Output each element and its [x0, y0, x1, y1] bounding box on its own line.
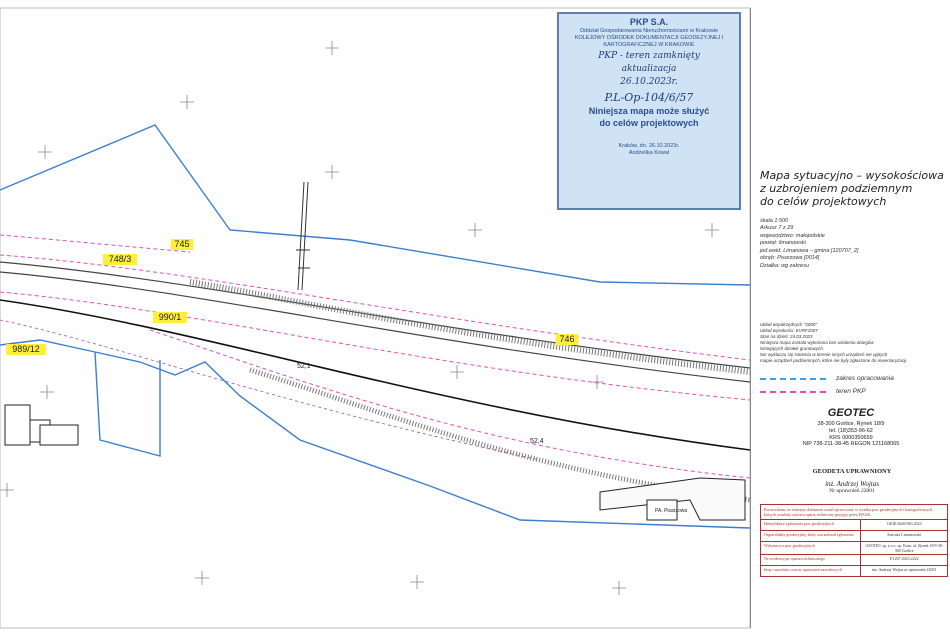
- certification-intro: Potwierdzam, że niniejszy dokument zosta…: [761, 505, 947, 521]
- title-panel: [750, 8, 947, 628]
- title-line-1: Mapa sytuacyjno – wysokościowa: [760, 169, 944, 182]
- parcel-label-bg: [153, 312, 187, 323]
- company-krs: KRS 0000350659: [829, 434, 873, 441]
- note-4: Niniejsza mapa została wykonana bez usta…: [760, 340, 874, 346]
- surveyor-block: GEODETA UPRAWNIONY inż. Andrzej Wojtas N…: [762, 468, 942, 494]
- meta-parcels: Działka: wg zakresu: [760, 262, 809, 269]
- certification-key: Wykonawca prac geodezyjnych: [761, 542, 862, 555]
- meta-scale: skala 1:500: [760, 218, 789, 224]
- svg-text:PA. Pisarzowa: PA. Pisarzowa: [655, 508, 687, 514]
- stamp-hand-2: aktualizacja: [621, 64, 677, 75]
- certification-value: Starosta Limanowski: [887, 532, 922, 538]
- meta-voivodeship: województwo: małopolskie: [760, 232, 825, 239]
- meta-unit: jed.ewid. Limanowa – gmina [120707_2]: [760, 247, 859, 254]
- parcel-label[interactable]: 745: [174, 239, 189, 249]
- map-title: Mapa sytuacyjno – wysokościowa z uzbroje…: [760, 169, 944, 209]
- note-5: istniejących działek gruntowych.: [760, 346, 825, 352]
- legend-scope-line: [760, 377, 826, 380]
- parcel-label-bg: [555, 334, 579, 345]
- pylon: [296, 181, 310, 291]
- legend-pkp: teren PKP: [760, 385, 944, 398]
- stamp-hand-1: PKP - teren zamknięty: [598, 50, 700, 61]
- map-legend: zakres opracowania teren PKP: [760, 372, 944, 398]
- map-metadata: skala 1:500 Arkusz 7 z 29 województwo: m…: [760, 218, 944, 270]
- certification-value: P.1207.2023.2222: [889, 556, 919, 562]
- parcel-label[interactable]: 990/1: [159, 312, 182, 322]
- stamp-big-2: do celów projektowych: [599, 117, 699, 128]
- house-number: PA. Pisarzowa: [655, 508, 687, 514]
- scope-boundary: [0, 124, 751, 529]
- parcel-label[interactable]: 748/3: [109, 254, 132, 264]
- parcel-label-bg: [6, 344, 46, 355]
- meta-county: powiat: limanowski: [760, 240, 806, 247]
- certification-row: Imię i nazwisko oraz nr uprawnień zawodo…: [761, 566, 947, 577]
- parcel-label-bg: [170, 239, 194, 250]
- company-name: GEOTEC: [827, 407, 875, 419]
- stamp-big-1: Niniejsza mapa może służyć: [588, 106, 710, 117]
- parcel-label[interactable]: 989/12: [12, 344, 40, 354]
- certification-value: GKIII.6640.963.2023: [886, 521, 922, 527]
- buildings: [4, 404, 746, 521]
- elevation-label: 52,1: [297, 363, 311, 370]
- company-address: 38-300 Gorlice, Rynek 18/9: [817, 420, 885, 427]
- company-block: GEOTEC 38-300 Gorlice, Rynek 18/9 tel. (…: [756, 407, 946, 448]
- certification-value: inż. Andrzej Wojtas nr uprawnień 22001: [871, 567, 937, 573]
- certification-key: Organ służby geodezyjnej, który zawiadom…: [761, 531, 862, 542]
- surveyor-license: Nr uprawnień 22001: [829, 488, 875, 494]
- stamp-unit: KOLEJOWY OŚRODEK DOKUMENTACJI GEODEZYJNE…: [574, 35, 724, 48]
- legend-scope: zakres opracowania: [760, 372, 944, 385]
- certification-row: Organ służby geodezyjnej, który zawiadom…: [761, 531, 947, 543]
- parcel-label-bg: [103, 254, 137, 265]
- certification-key: Identyfikator zgłoszenia prac geodezyjny…: [761, 520, 862, 531]
- legend-pkp-label: teren PKP: [836, 388, 866, 395]
- note-3: Stan na dzień: 24.03.2023: [760, 334, 813, 340]
- pkp-approval-stamp: PKP S.A. Oddział Gospodarowania Nierucho…: [557, 12, 741, 210]
- note-7: mapie urządzeń podziemnych, które nie by…: [760, 358, 908, 364]
- note-1: Układ współrzędnych "2000": [760, 322, 817, 327]
- parcel-label[interactable]: 746: [559, 334, 574, 344]
- meta-precinct: obręb: Pisarzowa [0014]: [760, 255, 820, 262]
- surveyor-heading: GEODETA UPRAWNIONY: [812, 468, 892, 475]
- certification-key: Imię i nazwisko oraz nr uprawnień zawodo…: [761, 566, 862, 577]
- meta-sheet: Arkusz 7 z 29: [760, 225, 794, 232]
- stamp-number: P.L-Op-104/6/57: [604, 90, 694, 104]
- certification-value: GEOTEC sp. z o.o. sp. Kom. ul. Rynek 18/…: [865, 543, 943, 554]
- company-nip: NIP 738-211-38-45 REGON 121168065: [802, 441, 900, 448]
- legend-scope-label: zakres opracowania: [836, 375, 894, 382]
- note-2: Układ wysokości: EVRF2007: [760, 328, 818, 334]
- grid-crosses: [0, 41, 719, 595]
- title-line-3: do celów projektowych: [760, 194, 887, 208]
- elevation-label: 52,4: [530, 438, 544, 445]
- certification-table: Potwierdzam, że niniejszy dokument zosta…: [760, 504, 948, 578]
- stamp-date: 26.10.2023r.: [620, 77, 678, 88]
- surveyor-name: inż. Andrzej Wojtas: [825, 480, 879, 488]
- stamp-dept: Oddział Gospodarowania Nieruchomościami …: [579, 28, 719, 35]
- stamp-footer: Kraków, dn. 26.10.2023r.: [618, 142, 680, 149]
- map-notes: Układ współrzędnych "2000" Układ wysokoś…: [760, 322, 944, 364]
- certification-key: Nr ewidencyjny operatu technicznego: [761, 555, 862, 566]
- company-phone: tel. (18)353-96-62: [829, 427, 873, 434]
- title-line-2: z uzbrojeniem podziemnym: [760, 181, 913, 195]
- stamp-org: PKP S.A.: [629, 17, 669, 27]
- certification-row: Identyfikator zgłoszenia prac geodezyjny…: [761, 520, 947, 532]
- legend-pkp-line: [760, 390, 826, 393]
- stamp-signer: Andżelika Kowal: [628, 149, 670, 156]
- note-6: Nie wyklucza się istnienia w terenie inn…: [760, 352, 888, 358]
- certification-row: Nr ewidencyjny operatu technicznego P.120…: [761, 555, 947, 567]
